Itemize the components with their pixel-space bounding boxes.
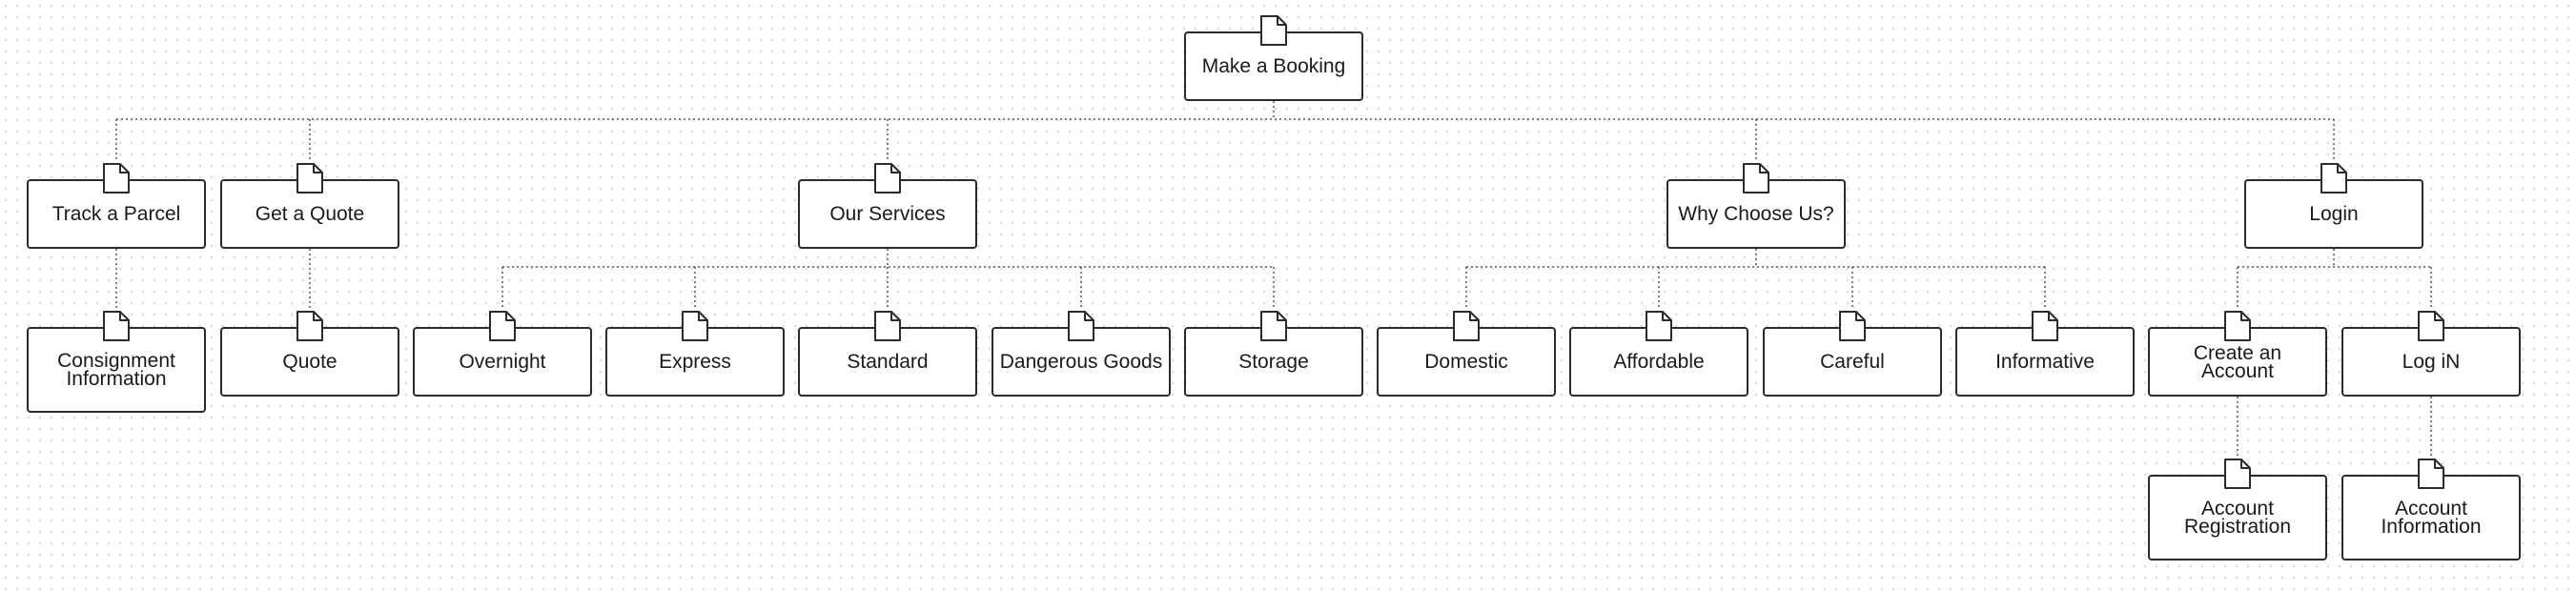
page-icon: [873, 310, 902, 342]
node-label: Overnight: [459, 351, 546, 373]
node-quote[interactable]: Quote: [220, 311, 399, 397]
node-consignment-information[interactable]: Consignment Information: [27, 311, 206, 413]
page-icon: [2417, 458, 2445, 490]
node-log-in[interactable]: Log iN: [2341, 311, 2521, 397]
node-label: Informative: [1995, 351, 2095, 373]
page-icon: [1067, 310, 1095, 342]
node-careful[interactable]: Careful: [1763, 311, 1942, 397]
page-icon: [102, 310, 131, 342]
node-informative[interactable]: Informative: [1955, 311, 2135, 397]
node-track-a-parcel[interactable]: Track a Parcel: [27, 163, 206, 249]
page-icon: [1838, 310, 1867, 342]
node-label: Log iN: [2402, 351, 2461, 373]
node-domestic[interactable]: Domestic: [1377, 311, 1556, 397]
node-account-information[interactable]: Account Information: [2341, 459, 2521, 560]
page-icon: [1259, 14, 1288, 47]
node-get-a-quote[interactable]: Get a Quote: [220, 163, 399, 249]
node-label: Affordable: [1613, 351, 1705, 373]
node-overnight[interactable]: Overnight: [413, 311, 592, 397]
node-label: Standard: [847, 351, 929, 373]
node-label: Careful: [1820, 351, 1885, 373]
node-why-choose-us[interactable]: Why Choose Us?: [1666, 163, 1846, 249]
page-icon: [2223, 458, 2252, 490]
node-label: Account Information: [2381, 498, 2482, 538]
node-our-services[interactable]: Our Services: [798, 163, 977, 249]
page-icon: [2223, 310, 2252, 342]
node-label: Get a Quote: [255, 203, 365, 225]
node-label: Account Registration: [2183, 498, 2292, 538]
node-create-an-account[interactable]: Create an Account: [2148, 311, 2327, 397]
node-label: Our Services: [829, 203, 946, 225]
node-login[interactable]: Login: [2244, 163, 2423, 249]
node-account-registration[interactable]: Account Registration: [2148, 459, 2327, 560]
node-label: Make a Booking: [1201, 55, 1346, 77]
page-icon: [1452, 310, 1481, 342]
node-standard[interactable]: Standard: [798, 311, 977, 397]
node-label: Login: [2309, 203, 2359, 225]
page-icon: [2320, 162, 2348, 194]
node-label: Why Choose Us?: [1678, 203, 1834, 225]
node-express[interactable]: Express: [605, 311, 785, 397]
node-label: Express: [659, 351, 731, 373]
node-label: Track a Parcel: [51, 203, 181, 225]
page-icon: [102, 162, 131, 194]
page-icon: [873, 162, 902, 194]
node-label: Create an Account: [2193, 341, 2282, 382]
node-label: Domestic: [1424, 351, 1508, 373]
page-icon: [1742, 162, 1770, 194]
page-icon: [1645, 310, 1673, 342]
page-icon: [2417, 310, 2445, 342]
page-icon: [2031, 310, 2059, 342]
node-label: Dangerous Goods: [999, 351, 1163, 373]
page-icon: [296, 310, 324, 342]
page-icon: [681, 310, 709, 342]
node-make-a-booking[interactable]: Make a Booking: [1184, 15, 1363, 101]
page-icon: [488, 310, 517, 342]
node-storage[interactable]: Storage: [1184, 311, 1363, 397]
node-dangerous-goods[interactable]: Dangerous Goods: [992, 311, 1171, 397]
node-label: Consignment Information: [57, 350, 175, 390]
page-icon: [296, 162, 324, 194]
node-affordable[interactable]: Affordable: [1569, 311, 1748, 397]
node-label: Storage: [1238, 351, 1309, 373]
page-icon: [1259, 310, 1288, 342]
node-label: Quote: [282, 351, 337, 373]
